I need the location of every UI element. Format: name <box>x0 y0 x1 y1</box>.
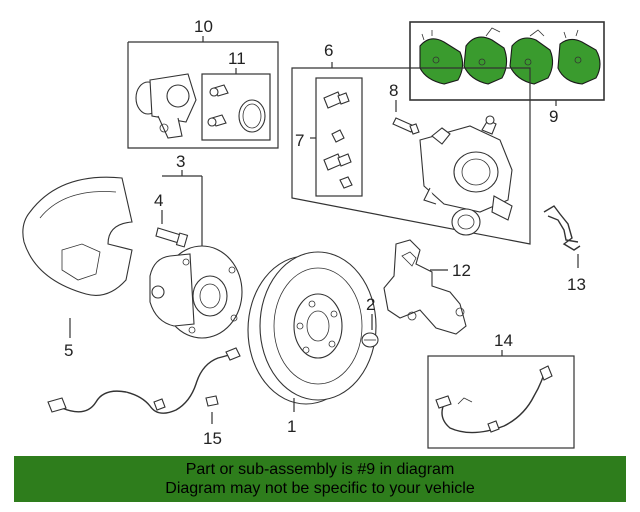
callout-13: 13 <box>567 275 586 294</box>
notice-line-1: Part or sub-assembly is #9 in diagram <box>185 461 455 478</box>
hub-drawing <box>149 245 243 339</box>
part-8-guide-pin[interactable] <box>392 100 420 135</box>
pin-boot-drawing <box>323 91 353 189</box>
seal-kit-drawing <box>207 84 266 133</box>
callout-3: 3 <box>176 152 185 171</box>
part-12-caliper-bracket[interactable] <box>383 239 467 335</box>
callout-11: 11 <box>228 49 246 68</box>
notice-banner: Part or sub-assembly is #9 in diagram Di… <box>14 456 626 502</box>
part-13-retainer-clip[interactable] <box>543 205 581 268</box>
callout-14: 14 <box>494 331 513 350</box>
brake-pad-1 <box>419 30 464 85</box>
part-2-rotor-screw[interactable] <box>361 314 379 348</box>
callout-6: 6 <box>324 41 333 60</box>
brake-pad-4 <box>557 29 601 85</box>
part-15-abs-harness[interactable] <box>47 347 241 424</box>
part-5-splash-shield[interactable] <box>22 176 133 338</box>
caliper-housing-drawing <box>135 73 197 139</box>
callout-7: 7 <box>295 131 304 150</box>
callout-12: 12 <box>452 261 471 280</box>
callout-8: 8 <box>389 81 398 100</box>
brake-assembly-diagram: 10 11 <box>22 17 605 449</box>
part-10-group[interactable] <box>127 36 279 149</box>
part-6-caliper-assembly[interactable] <box>291 62 531 245</box>
callout-15: 15 <box>203 429 222 448</box>
part-11-group[interactable] <box>201 68 271 141</box>
caliper-drawing <box>419 115 513 221</box>
part-4-hub-bolt[interactable] <box>155 210 189 248</box>
callout-2: 2 <box>366 295 375 314</box>
callout-10: 10 <box>194 17 213 36</box>
dust-seal-drawing <box>451 208 481 236</box>
brake-pad-3 <box>509 29 554 85</box>
part-3-hub-bearing[interactable] <box>149 170 243 339</box>
wear-sensor-drawing <box>435 365 553 434</box>
part-7-pin-boot-kit[interactable] <box>310 77 363 197</box>
notice-line-2: Diagram may not be specific to your vehi… <box>165 480 475 497</box>
part-14-sensor-box[interactable] <box>427 350 575 449</box>
brake-pad-2 <box>463 27 508 85</box>
callout-9: 9 <box>549 107 558 126</box>
part-9-brake-pad-set[interactable] <box>409 21 605 106</box>
callout-5: 5 <box>64 341 73 360</box>
callout-1: 1 <box>287 417 296 436</box>
callout-4: 4 <box>154 191 163 210</box>
part-1-brake-rotor[interactable] <box>247 251 377 412</box>
